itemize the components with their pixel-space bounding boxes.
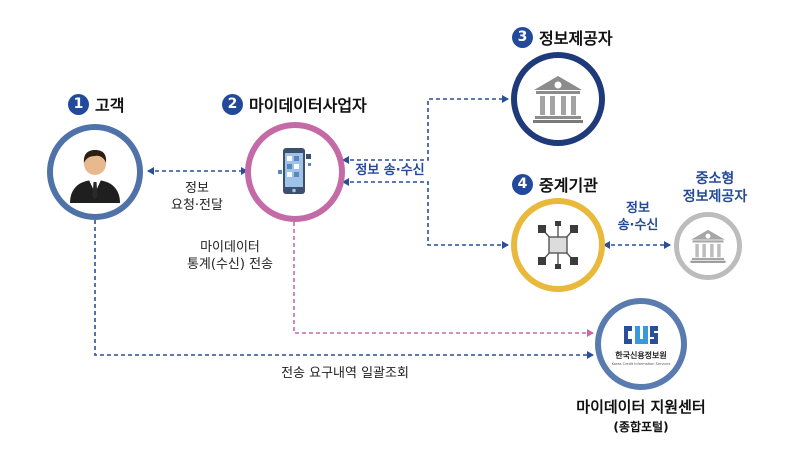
stats-label-line2: 통계(수신) 전송 bbox=[186, 256, 274, 272]
sme-provider-line1: 중소형 bbox=[695, 171, 735, 187]
exchange-label: 정보 송·수신 bbox=[350, 163, 430, 180]
number-badge-3: 3 bbox=[512, 26, 533, 48]
operator-label: 2 마이데이터사업자 bbox=[222, 92, 367, 116]
person-icon bbox=[70, 150, 120, 203]
stats-label-line1: 마이데이터 bbox=[200, 240, 260, 255]
operator-node bbox=[245, 122, 345, 222]
request-label-line2: 요청·전달 bbox=[171, 197, 223, 213]
bank-icon bbox=[690, 229, 726, 263]
sme-provider-node bbox=[674, 212, 742, 280]
operator-title: 마이데이터사업자 bbox=[249, 96, 367, 115]
support-center-label: 마이데이터 지원센터 (종합포털) bbox=[548, 398, 734, 435]
sme-exchange-label: 정보 송·수신 bbox=[608, 201, 668, 235]
arrow-operator-provider bbox=[342, 95, 509, 164]
inquiry-label: 전송 요구내역 일괄조회 bbox=[235, 366, 455, 383]
sme-exchange-line2: 송·수신 bbox=[617, 217, 659, 233]
provider-label: 3 정보제공자 bbox=[512, 25, 613, 49]
request-label: 정보 요청·전달 bbox=[145, 181, 249, 215]
arrow-operator-center bbox=[293, 222, 594, 337]
kcis-logo-text: 한국신용정보원 bbox=[615, 350, 667, 360]
support-center-subtitle: (종합포털) bbox=[613, 419, 669, 434]
smartphone-icon bbox=[278, 148, 311, 194]
provider-title: 정보제공자 bbox=[539, 29, 613, 48]
broker-title: 중계기관 bbox=[539, 176, 598, 195]
support-center-title: 마이데이터 지원센터 bbox=[576, 398, 706, 416]
broker-label: 4 중계기관 bbox=[512, 172, 598, 196]
customer-title: 고객 bbox=[95, 96, 125, 115]
sme-exchange-line1: 정보 bbox=[626, 201, 650, 216]
exchange-label-text: 정보 송·수신 bbox=[355, 163, 425, 178]
customer-label: 1 고객 bbox=[68, 92, 124, 116]
kcis-logo-icon bbox=[624, 325, 658, 344]
broker-node bbox=[511, 198, 605, 292]
request-label-line1: 정보 bbox=[185, 181, 209, 196]
sme-provider-label: 중소형 정보제공자 bbox=[660, 170, 770, 206]
number-badge-2: 2 bbox=[222, 93, 243, 115]
number-badge-1: 1 bbox=[68, 93, 89, 115]
number-badge-4: 4 bbox=[512, 173, 533, 195]
kcis-logo-subtext: Korea Credit Information Services bbox=[611, 361, 671, 366]
inquiry-label-text: 전송 요구내역 일괄조회 bbox=[281, 366, 409, 381]
provider-node bbox=[511, 52, 605, 146]
arrow-customer-center bbox=[94, 220, 594, 359]
arrow-operator-broker bbox=[342, 178, 509, 249]
bank-icon bbox=[533, 76, 583, 123]
sme-provider-line2: 정보제공자 bbox=[682, 189, 748, 206]
network-icon bbox=[538, 221, 578, 269]
support-center-node: 한국신용정보원 Korea Credit Information Service… bbox=[595, 298, 687, 390]
stats-label: 마이데이터 통계(수신) 전송 bbox=[165, 240, 295, 274]
customer-node bbox=[47, 124, 143, 220]
